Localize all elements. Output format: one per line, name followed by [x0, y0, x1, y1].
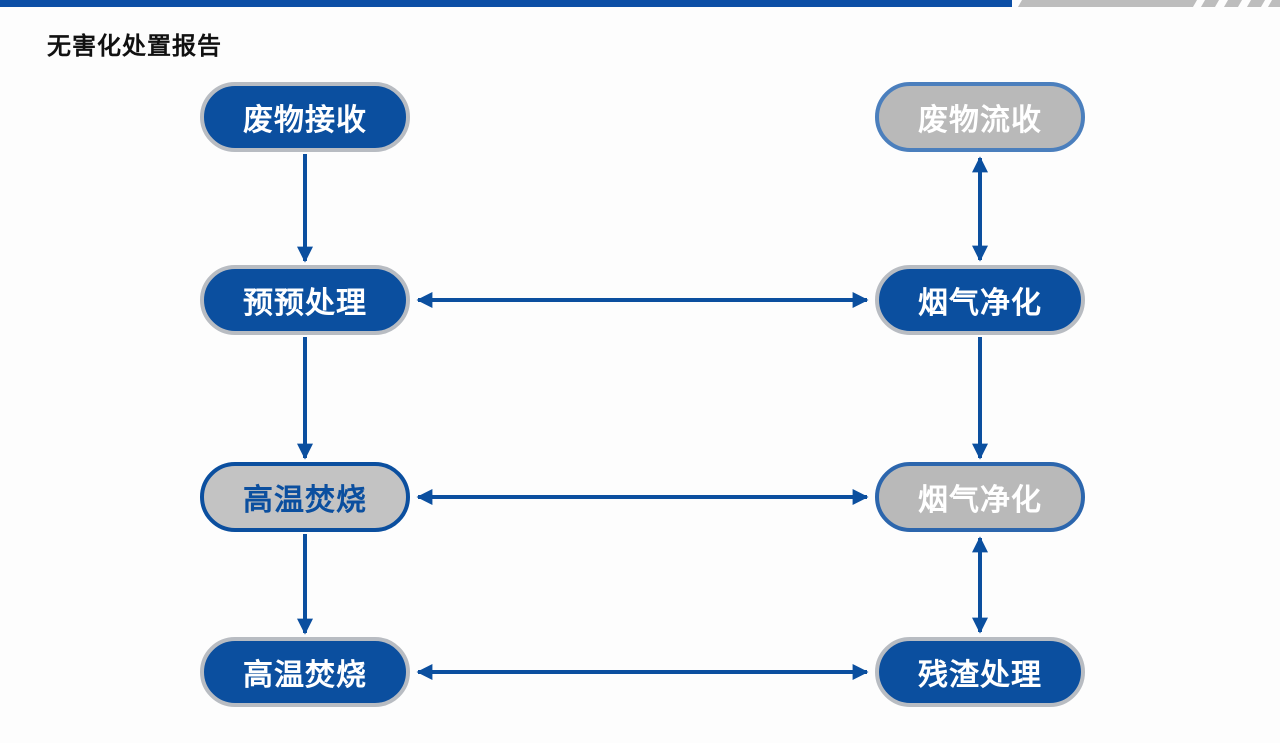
node-incineration: 高温焚烧 [200, 637, 410, 707]
node-waste-flow: 废物流收 [875, 82, 1085, 152]
node-residue-treatment: 残渣处理 [875, 637, 1085, 707]
node-pretreatment: 预预处理 [200, 265, 410, 335]
node-incineration-gray: 高温焚烧 [200, 462, 410, 532]
node-flue-gas-cleaning-gray: 烟气净化 [875, 462, 1085, 532]
node-waste-receiving: 废物接收 [200, 82, 410, 152]
header-accent-bar [0, 0, 1012, 7]
node-flue-gas-cleaning: 烟气净化 [875, 265, 1085, 335]
page-title: 无害化处置报告 [47, 32, 222, 60]
